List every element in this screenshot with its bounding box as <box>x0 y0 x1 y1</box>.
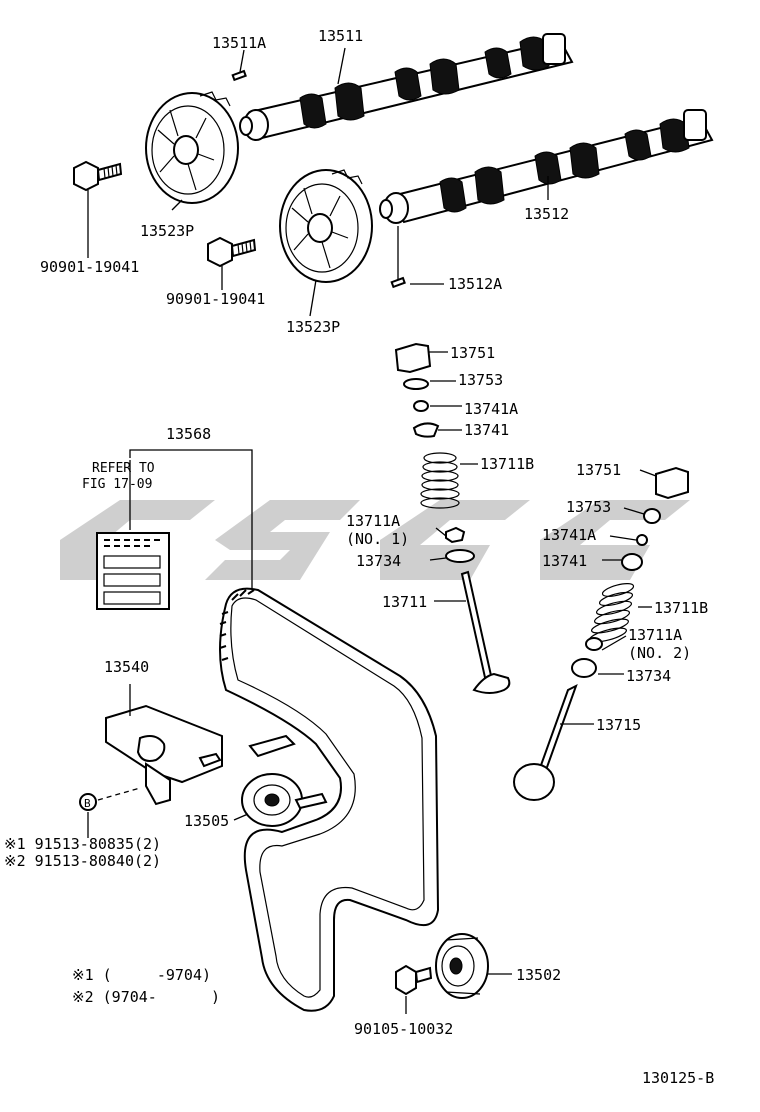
cam-pulley-13523P-upper <box>145 91 239 204</box>
label-13711B-a: 13711B <box>480 455 534 473</box>
label-13512A: 13512A <box>448 275 502 293</box>
label-13753-a: 13753 <box>458 371 503 389</box>
label-13711A-b: 13711A <box>628 626 682 644</box>
label-13741A-a: 13741A <box>464 400 518 418</box>
timing-belt-13568 <box>219 587 440 1012</box>
label-13505: 13505 <box>184 812 229 830</box>
legend-note2: ※2 (9704- ) <box>72 988 220 1006</box>
valve-train-no2 <box>513 466 689 801</box>
valve-train-no1 <box>394 342 511 694</box>
b-circle-marker <box>79 793 97 811</box>
label-13711: 13711 <box>382 593 427 611</box>
label-13523P-lower: 13523P <box>286 318 340 336</box>
label-13741-b: 13741 <box>542 552 587 570</box>
label-90105: 90105-10032 <box>354 1020 453 1038</box>
label-note2-part: ※2 91513-80840(2) <box>4 852 161 870</box>
label-13741A-b: 13741A <box>542 526 596 544</box>
refer-to-line1: REFER TO <box>92 461 155 476</box>
label-13715: 13715 <box>596 716 641 734</box>
label-13751-b: 13751 <box>576 461 621 479</box>
label-13711A-a-note: (NO. 1) <box>346 530 409 548</box>
label-90901-upper: 90901-19041 <box>40 258 139 276</box>
label-13568: 13568 <box>166 425 211 443</box>
idler-13505 <box>241 734 328 827</box>
label-13540: 13540 <box>104 658 149 676</box>
bolt-90901-upper <box>73 160 123 192</box>
label-13511: 13511 <box>318 27 363 45</box>
label-13511A: 13511A <box>212 34 266 52</box>
label-13711B-b: 13711B <box>654 599 708 617</box>
cam-pulley-13523P-lower <box>279 169 373 283</box>
label-90901-lower: 90901-19041 <box>166 290 265 308</box>
label-13734-a: 13734 <box>356 552 401 570</box>
tensioner-13540 <box>105 704 223 806</box>
label-13741-a: 13741 <box>464 421 509 439</box>
legend-note1: ※1 ( -9704) <box>72 966 211 984</box>
label-13502: 13502 <box>516 966 561 984</box>
label-13711A-b-note: (NO. 2) <box>628 644 691 662</box>
label-13734-b: 13734 <box>626 667 671 685</box>
idler-pulley-13502 <box>435 933 489 999</box>
refer-to-line2: FIG 17-09 <box>82 477 152 492</box>
bolt-90901-lower <box>207 236 257 268</box>
camshaft-13512 <box>379 109 714 289</box>
label-13711A-a: 13711A <box>346 512 400 530</box>
label-13753-b: 13753 <box>566 498 611 516</box>
label-13523P-upper: 13523P <box>140 222 194 240</box>
camshaft-13511 <box>231 33 574 141</box>
label-13512: 13512 <box>524 205 569 223</box>
label-13751-a: 13751 <box>450 344 495 362</box>
circle-b-letter: B <box>84 797 91 810</box>
figure-id: 130125-B <box>642 1069 714 1087</box>
label-note1-part: ※1 91513-80835(2) <box>4 835 161 853</box>
bolt-90105 <box>395 964 433 996</box>
reference-card <box>96 532 170 610</box>
